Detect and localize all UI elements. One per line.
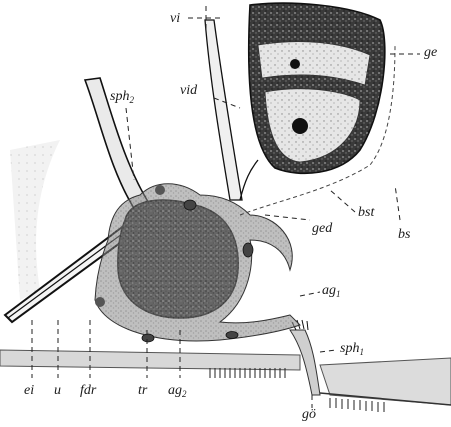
label-ge: ge: [424, 46, 437, 61]
label-ged: ged: [312, 222, 332, 237]
label-ag1: ag1: [322, 284, 341, 299]
label-vi: vi: [170, 12, 180, 27]
label-u: u: [54, 384, 61, 399]
bristle-row-right: [330, 398, 384, 412]
egg-nucleus-lower: [292, 118, 308, 134]
label-sph2: sph2: [110, 90, 134, 105]
label-tr: tr: [138, 384, 147, 399]
label-bst: bst: [358, 206, 374, 221]
label-vid: vid: [180, 84, 197, 99]
label-go: gö: [302, 408, 316, 423]
label-ag2: ag2: [168, 384, 187, 399]
body-wall-band: [0, 350, 300, 370]
egg-nucleus-upper: [290, 59, 300, 69]
surrounding-glandular-tissue: [95, 184, 300, 341]
vertical-duct: [205, 20, 242, 200]
vertical-duct-split: [240, 160, 258, 200]
body-wall-band-right: [320, 358, 451, 405]
label-fdr: fdr: [80, 384, 96, 399]
background-tissue-region: [10, 140, 60, 300]
label-bs: bs: [398, 228, 410, 243]
label-sph1: sph1: [340, 342, 364, 357]
label-ei: ei: [24, 384, 34, 399]
